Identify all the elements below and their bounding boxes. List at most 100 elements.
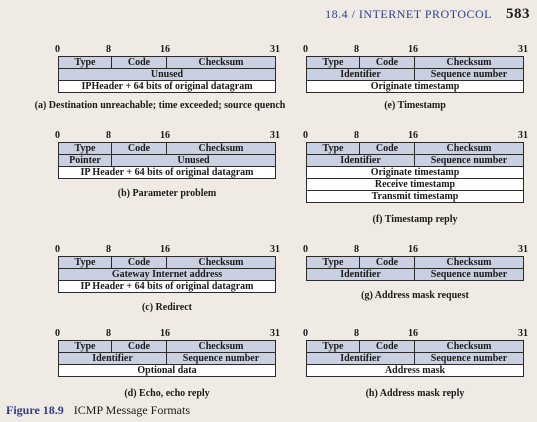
bit-ruler: 0 8 16 31	[303, 244, 528, 255]
field-type: Type	[59, 341, 111, 352]
caption-c: (c) Redirect	[141, 302, 193, 313]
field-unused: Unused	[59, 69, 275, 80]
caption-e: (e) Timestamp	[384, 100, 446, 111]
field-code: Code	[359, 57, 414, 68]
field-ip-header: IP Header + 64 bits of original datagram	[59, 281, 275, 292]
caption-h: (h) Address mask reply	[365, 388, 465, 399]
message-format-grid: Type Code Checksum Pointer Unused IP Hea…	[58, 142, 276, 179]
field-receive-timestamp: Receive timestamp	[307, 179, 523, 190]
grid-row: Type Code Checksum	[59, 57, 275, 68]
message-format-grid: Type Code Checksum Gateway Internet addr…	[58, 256, 276, 293]
message-format-grid: Type Code Checksum Identifier Sequence n…	[58, 340, 276, 377]
field-checksum: Checksum	[166, 341, 275, 352]
field-type: Type	[307, 257, 359, 268]
field-type: Type	[59, 57, 111, 68]
field-optional-data: Optional data	[59, 365, 275, 376]
caption-f: (f) Timestamp reply	[372, 214, 458, 225]
field-checksum: Checksum	[166, 257, 275, 268]
field-identifier: Identifier	[59, 353, 166, 364]
message-format-grid: Type Code Checksum Identifier Sequence n…	[306, 340, 524, 377]
grid-row: Type Code Checksum	[307, 143, 523, 154]
diagram-e: 0 8 16 31 Type Code Checksum Identifier …	[303, 44, 528, 93]
field-ip-header: IPHeader + 64 bits of original datagram	[59, 81, 275, 92]
grid-row: Identifier Sequence number	[59, 352, 275, 364]
grid-row: Pointer Unused	[59, 154, 275, 166]
diagram-g: 0 8 16 31 Type Code Checksum Identifier …	[303, 244, 528, 281]
field-type: Type	[307, 57, 359, 68]
grid-row: Type Code Checksum	[59, 341, 275, 352]
field-type: Type	[59, 143, 111, 154]
diagram-d: 0 8 16 31 Type Code Checksum Identifier …	[55, 328, 280, 377]
field-transmit-timestamp: Transmit timestamp	[307, 191, 523, 202]
field-sequence-number: Sequence number	[414, 269, 523, 280]
grid-row: IPHeader + 64 bits of original datagram	[59, 80, 275, 92]
section-title: 18.4 / INTERNET PROTOCOL	[325, 7, 492, 21]
field-code: Code	[111, 143, 166, 154]
field-identifier: Identifier	[307, 69, 414, 80]
grid-row: Gateway Internet address	[59, 268, 275, 280]
message-format-grid: Type Code Checksum Identifier Sequence n…	[306, 256, 524, 281]
field-sequence-number: Sequence number	[166, 353, 275, 364]
grid-row: Type Code Checksum	[307, 341, 523, 352]
message-format-grid: Type Code Checksum Identifier Sequence n…	[306, 142, 524, 203]
grid-row: Unused	[59, 68, 275, 80]
field-ip-header: IP Header + 64 bits of original datagram	[59, 167, 275, 178]
grid-row: Type Code Checksum	[59, 257, 275, 268]
field-type: Type	[307, 341, 359, 352]
grid-row: IP Header + 64 bits of original datagram	[59, 166, 275, 178]
field-checksum: Checksum	[414, 257, 523, 268]
grid-row: Receive timestamp	[307, 178, 523, 190]
caption-d: (d) Echo, echo reply	[124, 388, 210, 399]
grid-row: Type Code Checksum	[307, 257, 523, 268]
field-checksum: Checksum	[414, 57, 523, 68]
bit-ruler: 0 8 16 31	[55, 244, 280, 255]
field-code: Code	[359, 257, 414, 268]
field-checksum: Checksum	[414, 341, 523, 352]
figure-caption: Figure 18.9 ICMP Message Formats	[6, 403, 190, 418]
figure-label: Figure 18.9	[6, 403, 64, 417]
field-identifier: Identifier	[307, 155, 414, 166]
field-type: Type	[307, 143, 359, 154]
field-originate-timestamp: Originate timestamp	[307, 81, 523, 92]
page-number: 583	[506, 6, 530, 22]
diagram-h: 0 8 16 31 Type Code Checksum Identifier …	[303, 328, 528, 377]
grid-row: IP Header + 64 bits of original datagram	[59, 280, 275, 292]
field-identifier: Identifier	[307, 269, 414, 280]
field-address-mask: Address mask	[307, 365, 523, 376]
field-unused: Unused	[111, 155, 275, 166]
field-code: Code	[111, 341, 166, 352]
grid-row: Transmit timestamp	[307, 190, 523, 202]
grid-row: Identifier Sequence number	[307, 352, 523, 364]
diagram-f: 0 8 16 31 Type Code Checksum Identifier …	[303, 130, 528, 203]
field-code: Code	[111, 257, 166, 268]
field-pointer: Pointer	[59, 155, 111, 166]
field-checksum: Checksum	[414, 143, 523, 154]
grid-row: Type Code Checksum	[307, 57, 523, 68]
field-sequence-number: Sequence number	[414, 353, 523, 364]
field-code: Code	[359, 143, 414, 154]
field-code: Code	[111, 57, 166, 68]
diagram-a: 0 8 16 31 Type Code Checksum Unused IPHe…	[55, 44, 280, 93]
figure-title: ICMP Message Formats	[73, 403, 191, 417]
message-format-grid: Type Code Checksum Identifier Sequence n…	[306, 56, 524, 93]
diagram-b: 0 8 16 31 Type Code Checksum Pointer Unu…	[55, 130, 280, 179]
diagram-c: 0 8 16 31 Type Code Checksum Gateway Int…	[55, 244, 280, 293]
bit-ruler: 0 8 16 31	[303, 130, 528, 141]
grid-row: Originate timestamp	[307, 80, 523, 92]
grid-row: Identifier Sequence number	[307, 268, 523, 280]
running-header: 18.4 / INTERNET PROTOCOL 583	[305, 6, 530, 24]
caption-b: (b) Parameter problem	[117, 188, 217, 199]
caption-a: (a) Destination unreachable; time exceed…	[34, 100, 286, 111]
field-type: Type	[59, 257, 111, 268]
grid-row: Identifier Sequence number	[307, 68, 523, 80]
field-sequence-number: Sequence number	[414, 69, 523, 80]
field-checksum: Checksum	[166, 143, 275, 154]
field-identifier: Identifier	[307, 353, 414, 364]
bit-ruler: 0 8 16 31	[303, 328, 528, 339]
field-gateway-address: Gateway Internet address	[59, 269, 275, 280]
message-format-grid: Type Code Checksum Unused IPHeader + 64 …	[58, 56, 276, 93]
grid-row: Type Code Checksum	[59, 143, 275, 154]
field-checksum: Checksum	[166, 57, 275, 68]
bit-ruler: 0 8 16 31	[55, 44, 280, 55]
bit-ruler: 0 8 16 31	[55, 130, 280, 141]
